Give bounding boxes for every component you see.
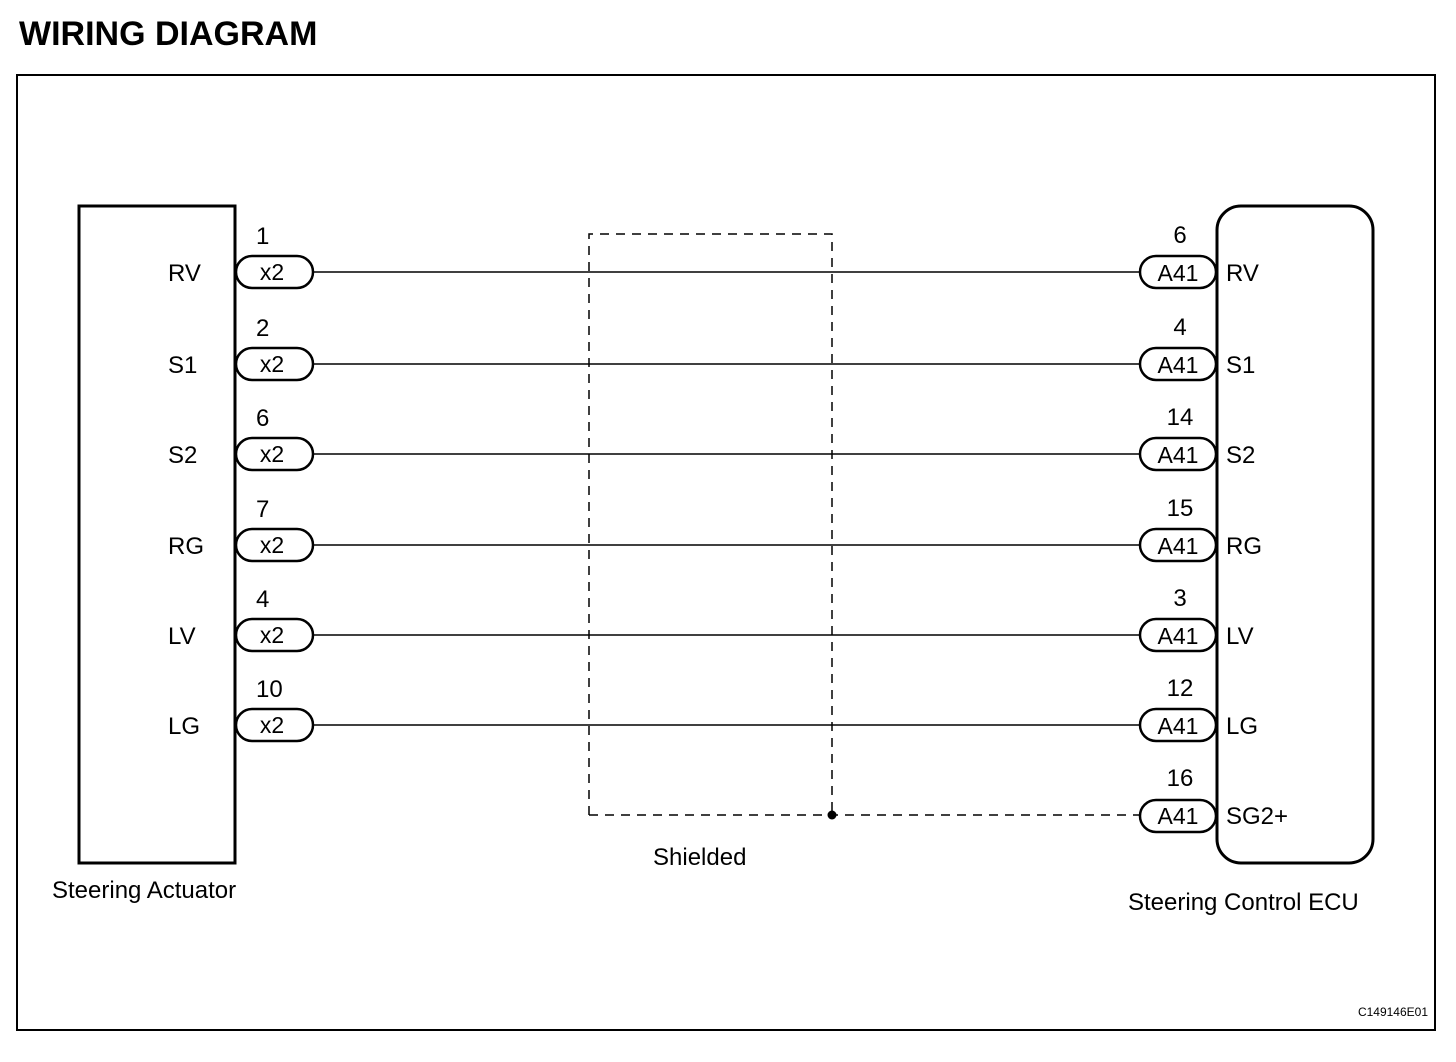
connector-label-left-3: x2 (260, 441, 284, 467)
pin-number-left-3: 6 (256, 405, 269, 432)
connector-label-left-2: x2 (260, 351, 284, 377)
pin-number-left-4: 7 (256, 496, 269, 523)
signal-label-left-1: RV (168, 260, 201, 287)
pin-number-right-2: 4 (1173, 314, 1186, 341)
connector-oval-left-6 (234, 707, 315, 743)
connector-oval-right-5 (1138, 617, 1218, 653)
connector-oval-right-2 (1138, 346, 1218, 382)
signal-label-left-6: LG (168, 713, 200, 740)
steering-ecu-box (1215, 204, 1375, 865)
connector-oval-left-2 (234, 346, 315, 382)
signal-label-right-3: S2 (1226, 442, 1255, 469)
connector-label-right-3: A41 (1158, 442, 1199, 468)
pin-number-left-1: 1 (256, 223, 269, 250)
shield-junction-dot (827, 810, 837, 820)
shield-outline (588, 233, 833, 815)
connector-label-right-5: A41 (1158, 623, 1199, 649)
diagram-frame (16, 74, 1436, 1031)
pin-number-right-5: 3 (1173, 585, 1186, 612)
pin-number-left-5: 4 (256, 586, 269, 613)
page-title: WIRING DIAGRAM (19, 15, 318, 53)
connector-label-left-1: x2 (260, 259, 284, 285)
signal-label-right-1: RV (1226, 260, 1259, 287)
steering-ecu-label: Steering Control ECU (1128, 889, 1359, 916)
connector-label-right-1: A41 (1158, 260, 1199, 286)
connector-label-right-2: A41 (1158, 352, 1199, 378)
pin-number-left-6: 10 (256, 676, 283, 703)
sg2-pin: 16 A41 SG2+ (1138, 765, 1288, 834)
signal-label-right-2: S1 (1226, 352, 1255, 379)
signal-label-left-4: RG (168, 533, 204, 560)
pin-number-right-1: 6 (1173, 222, 1186, 249)
signal-label-right-4: RG (1226, 533, 1262, 560)
connector-label-left-6: x2 (260, 712, 284, 738)
wires-group (313, 271, 1140, 726)
connector-label-left-5: x2 (260, 622, 284, 648)
connector-oval-left-5 (234, 617, 315, 653)
signal-label-left-2: S1 (168, 352, 197, 379)
steering-actuator-box (77, 204, 237, 865)
signal-label-right-7: SG2+ (1226, 803, 1288, 830)
connector-oval-right-4 (1138, 527, 1218, 563)
signal-label-left-3: S2 (168, 442, 197, 469)
signal-label-left-5: LV (168, 623, 196, 650)
pin-number-right-7: 16 (1167, 765, 1194, 792)
connector-label-right-7: A41 (1158, 803, 1199, 829)
connector-oval-left-3 (234, 436, 315, 472)
connector-label-right-6: A41 (1158, 713, 1199, 739)
connector-oval-right-6 (1138, 707, 1218, 743)
connector-oval-right-7 (1138, 798, 1218, 834)
pin-number-right-3: 14 (1167, 404, 1194, 431)
connector-oval-left-4 (234, 527, 315, 563)
connector-oval-right-1 (1138, 254, 1218, 290)
connector-label-right-4: A41 (1158, 533, 1199, 559)
shielded-label: Shielded (653, 844, 746, 871)
connector-oval-right-3 (1138, 436, 1218, 472)
pin-number-right-6: 12 (1167, 675, 1194, 702)
pin-number-left-2: 2 (256, 315, 269, 342)
figure-code: C149146E01 (1358, 1005, 1428, 1019)
connector-oval-left-1 (234, 254, 315, 290)
signal-label-right-5: LV (1226, 623, 1254, 650)
signal-label-right-6: LG (1226, 713, 1258, 740)
steering-actuator-label: Steering Actuator (52, 877, 236, 904)
pin-number-right-4: 15 (1167, 495, 1194, 522)
connector-label-left-4: x2 (260, 532, 284, 558)
